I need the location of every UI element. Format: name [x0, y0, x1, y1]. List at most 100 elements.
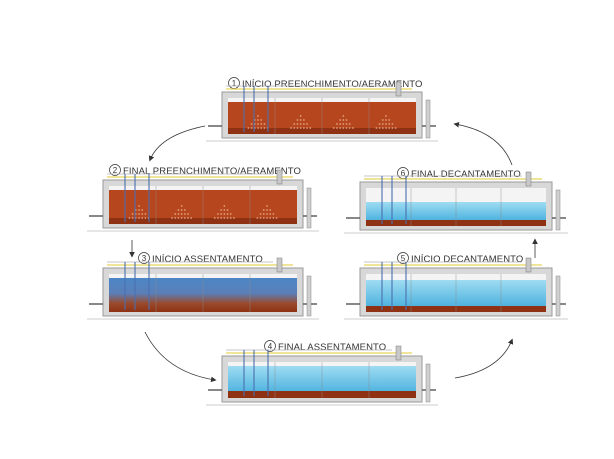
bubble [131, 217, 134, 219]
aeration-bubbles [128, 205, 278, 219]
bubble [177, 217, 180, 219]
bubble [269, 217, 272, 219]
outlet-riser [425, 363, 431, 403]
bubble [299, 119, 302, 121]
bubble [183, 213, 186, 215]
bubble [260, 119, 263, 121]
bubble [266, 217, 268, 219]
bubble [257, 123, 259, 125]
bubble [348, 123, 351, 125]
bubble [226, 217, 229, 219]
bubble [263, 127, 266, 129]
tank-step-2 [87, 169, 319, 232]
tank-step-5 [344, 257, 568, 320]
bubble [266, 209, 268, 211]
bubble [269, 209, 272, 211]
step-4-label: FINAL ASSENTAMENTO [278, 342, 386, 353]
label-step-6: 6 FINAL DECANTAMENTO [397, 167, 521, 180]
bubble [290, 127, 292, 129]
bubble [342, 123, 345, 125]
bubble [174, 213, 177, 215]
decanter-valve [395, 345, 402, 361]
bubble [385, 123, 387, 125]
decanter-valve [276, 257, 283, 273]
decanter-valve [525, 171, 532, 187]
step-3-label: INÍCIO ASSENTAMENTO [152, 254, 263, 265]
bubble [388, 123, 391, 125]
step-6-label: FINAL DECANTAMENTO [411, 169, 521, 180]
bubble [375, 127, 378, 129]
bubble [339, 123, 342, 125]
bubble [141, 213, 144, 215]
bubble [180, 213, 183, 215]
bubble [352, 127, 354, 129]
bubble [262, 217, 265, 219]
step-6-number: 6 [401, 169, 406, 178]
bubble [171, 217, 173, 219]
bubble [381, 127, 384, 129]
label-step-1: 1 INÍCIO PREENCHIMENTO/AERAMENTO [228, 77, 423, 90]
bubble [299, 115, 302, 117]
bubble [388, 127, 391, 129]
bubble [391, 123, 394, 125]
bubble [385, 127, 387, 129]
bubble [138, 217, 140, 219]
label-step-4: 4 FINAL ASSENTAMENTO [264, 340, 386, 353]
outlet-riser [425, 99, 431, 139]
tank-step-1 [206, 81, 438, 142]
bubble [187, 213, 189, 215]
bubble [223, 205, 226, 207]
bubble [180, 209, 183, 211]
bubble [250, 127, 253, 129]
tank-step-3 [87, 257, 319, 320]
bubble [177, 209, 180, 211]
bubble [187, 217, 189, 219]
arrow-6-to-1 [453, 121, 513, 166]
bubble [381, 123, 384, 125]
bubble [220, 213, 223, 215]
bubble [229, 217, 232, 219]
bubble [296, 123, 299, 125]
bubble [332, 127, 335, 129]
bubble [299, 127, 302, 129]
bubble [257, 127, 259, 129]
bubble [250, 123, 253, 125]
bubble [233, 217, 235, 219]
bubble [342, 119, 345, 121]
arrow-4-to-5 [454, 338, 514, 379]
bubble [342, 127, 345, 129]
bubble [180, 217, 183, 219]
bubble [260, 123, 263, 125]
tank-step-4 [206, 345, 438, 406]
step-1-label: INÍCIO PREENCHIMENTO/AERAMENTO [242, 79, 423, 90]
step-labels: 1 INÍCIO PREENCHIMENTO/AERAMENTO 2 FINAL… [109, 77, 523, 353]
tanks [87, 81, 568, 406]
label-step-3: 3 INÍCIO ASSENTAMENTO [138, 252, 263, 265]
bubble [144, 217, 147, 219]
bubble [266, 205, 268, 207]
bubble [223, 217, 226, 219]
bubble [272, 213, 275, 215]
step-5-number: 5 [401, 254, 406, 263]
bubble [345, 123, 348, 125]
bubble [247, 127, 250, 129]
bubble [220, 217, 223, 219]
decanter-valve [395, 81, 402, 97]
bubble [275, 217, 278, 219]
decanter-valve [525, 257, 532, 273]
bubble [339, 119, 342, 121]
bubble [180, 205, 183, 207]
step-5-label: INÍCIO DECANTAMENTO [411, 254, 523, 265]
aeration-bubbles [247, 115, 397, 129]
tank-step-6 [344, 171, 568, 234]
bubble [263, 123, 266, 125]
bubble [388, 119, 391, 121]
bubble [226, 209, 229, 211]
bubble [306, 123, 308, 125]
label-step-5: 5 INÍCIO DECANTAMENTO [397, 252, 523, 265]
bubble [223, 213, 226, 215]
bubble [302, 119, 305, 121]
bubble [262, 213, 265, 215]
bubble [177, 213, 180, 215]
